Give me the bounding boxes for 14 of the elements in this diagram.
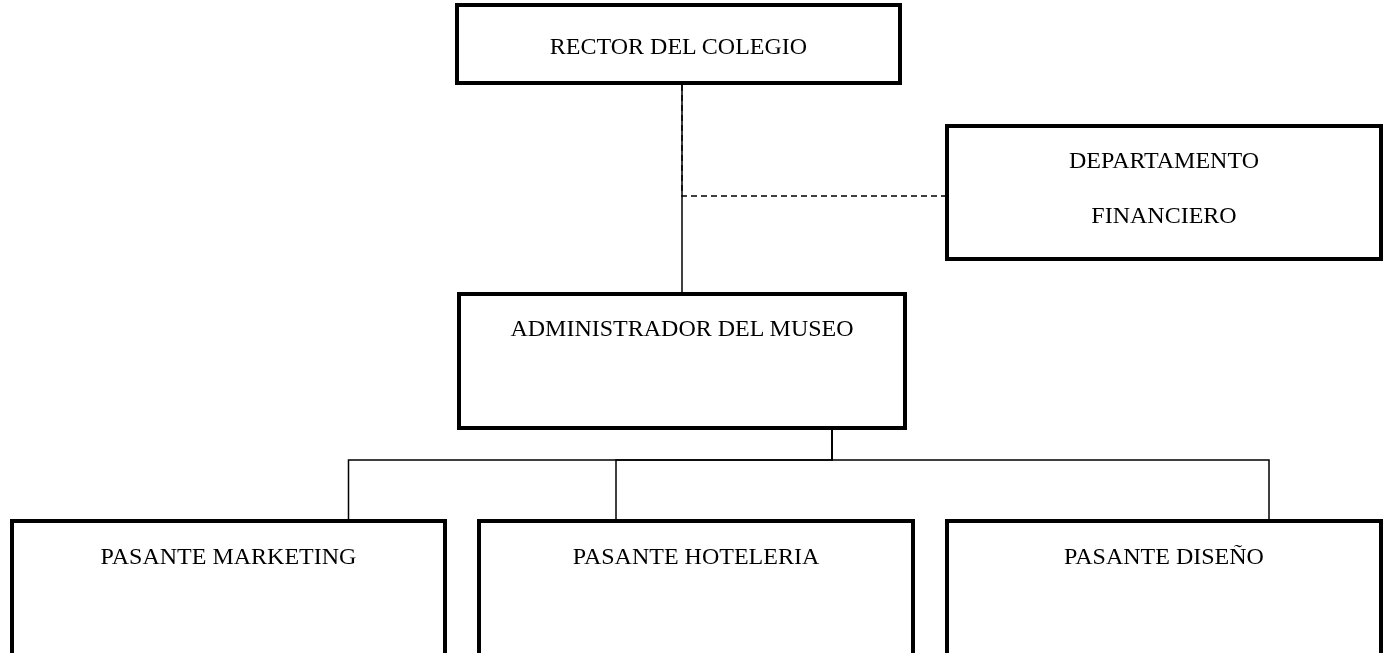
org-box bbox=[457, 292, 907, 430]
org-box bbox=[455, 3, 902, 85]
org-box bbox=[945, 124, 1383, 261]
connector-line bbox=[831, 429, 1270, 520]
dashed-connector-line bbox=[681, 84, 946, 197]
box-label: RECTOR DEL COLEGIO bbox=[549, 32, 808, 61]
box-label: ADMINISTRADOR DEL MUSEO bbox=[510, 314, 854, 343]
org-box bbox=[477, 519, 915, 653]
org-box bbox=[945, 519, 1383, 653]
box-label: PASANTE DISEÑO bbox=[1064, 542, 1264, 571]
org-box bbox=[10, 519, 447, 653]
box-label: PASANTE HOTELERIA bbox=[572, 542, 820, 571]
box-label: DEPARTAMENTO FINANCIERO bbox=[1068, 146, 1260, 230]
box-label: PASANTE MARKETING bbox=[100, 542, 357, 571]
